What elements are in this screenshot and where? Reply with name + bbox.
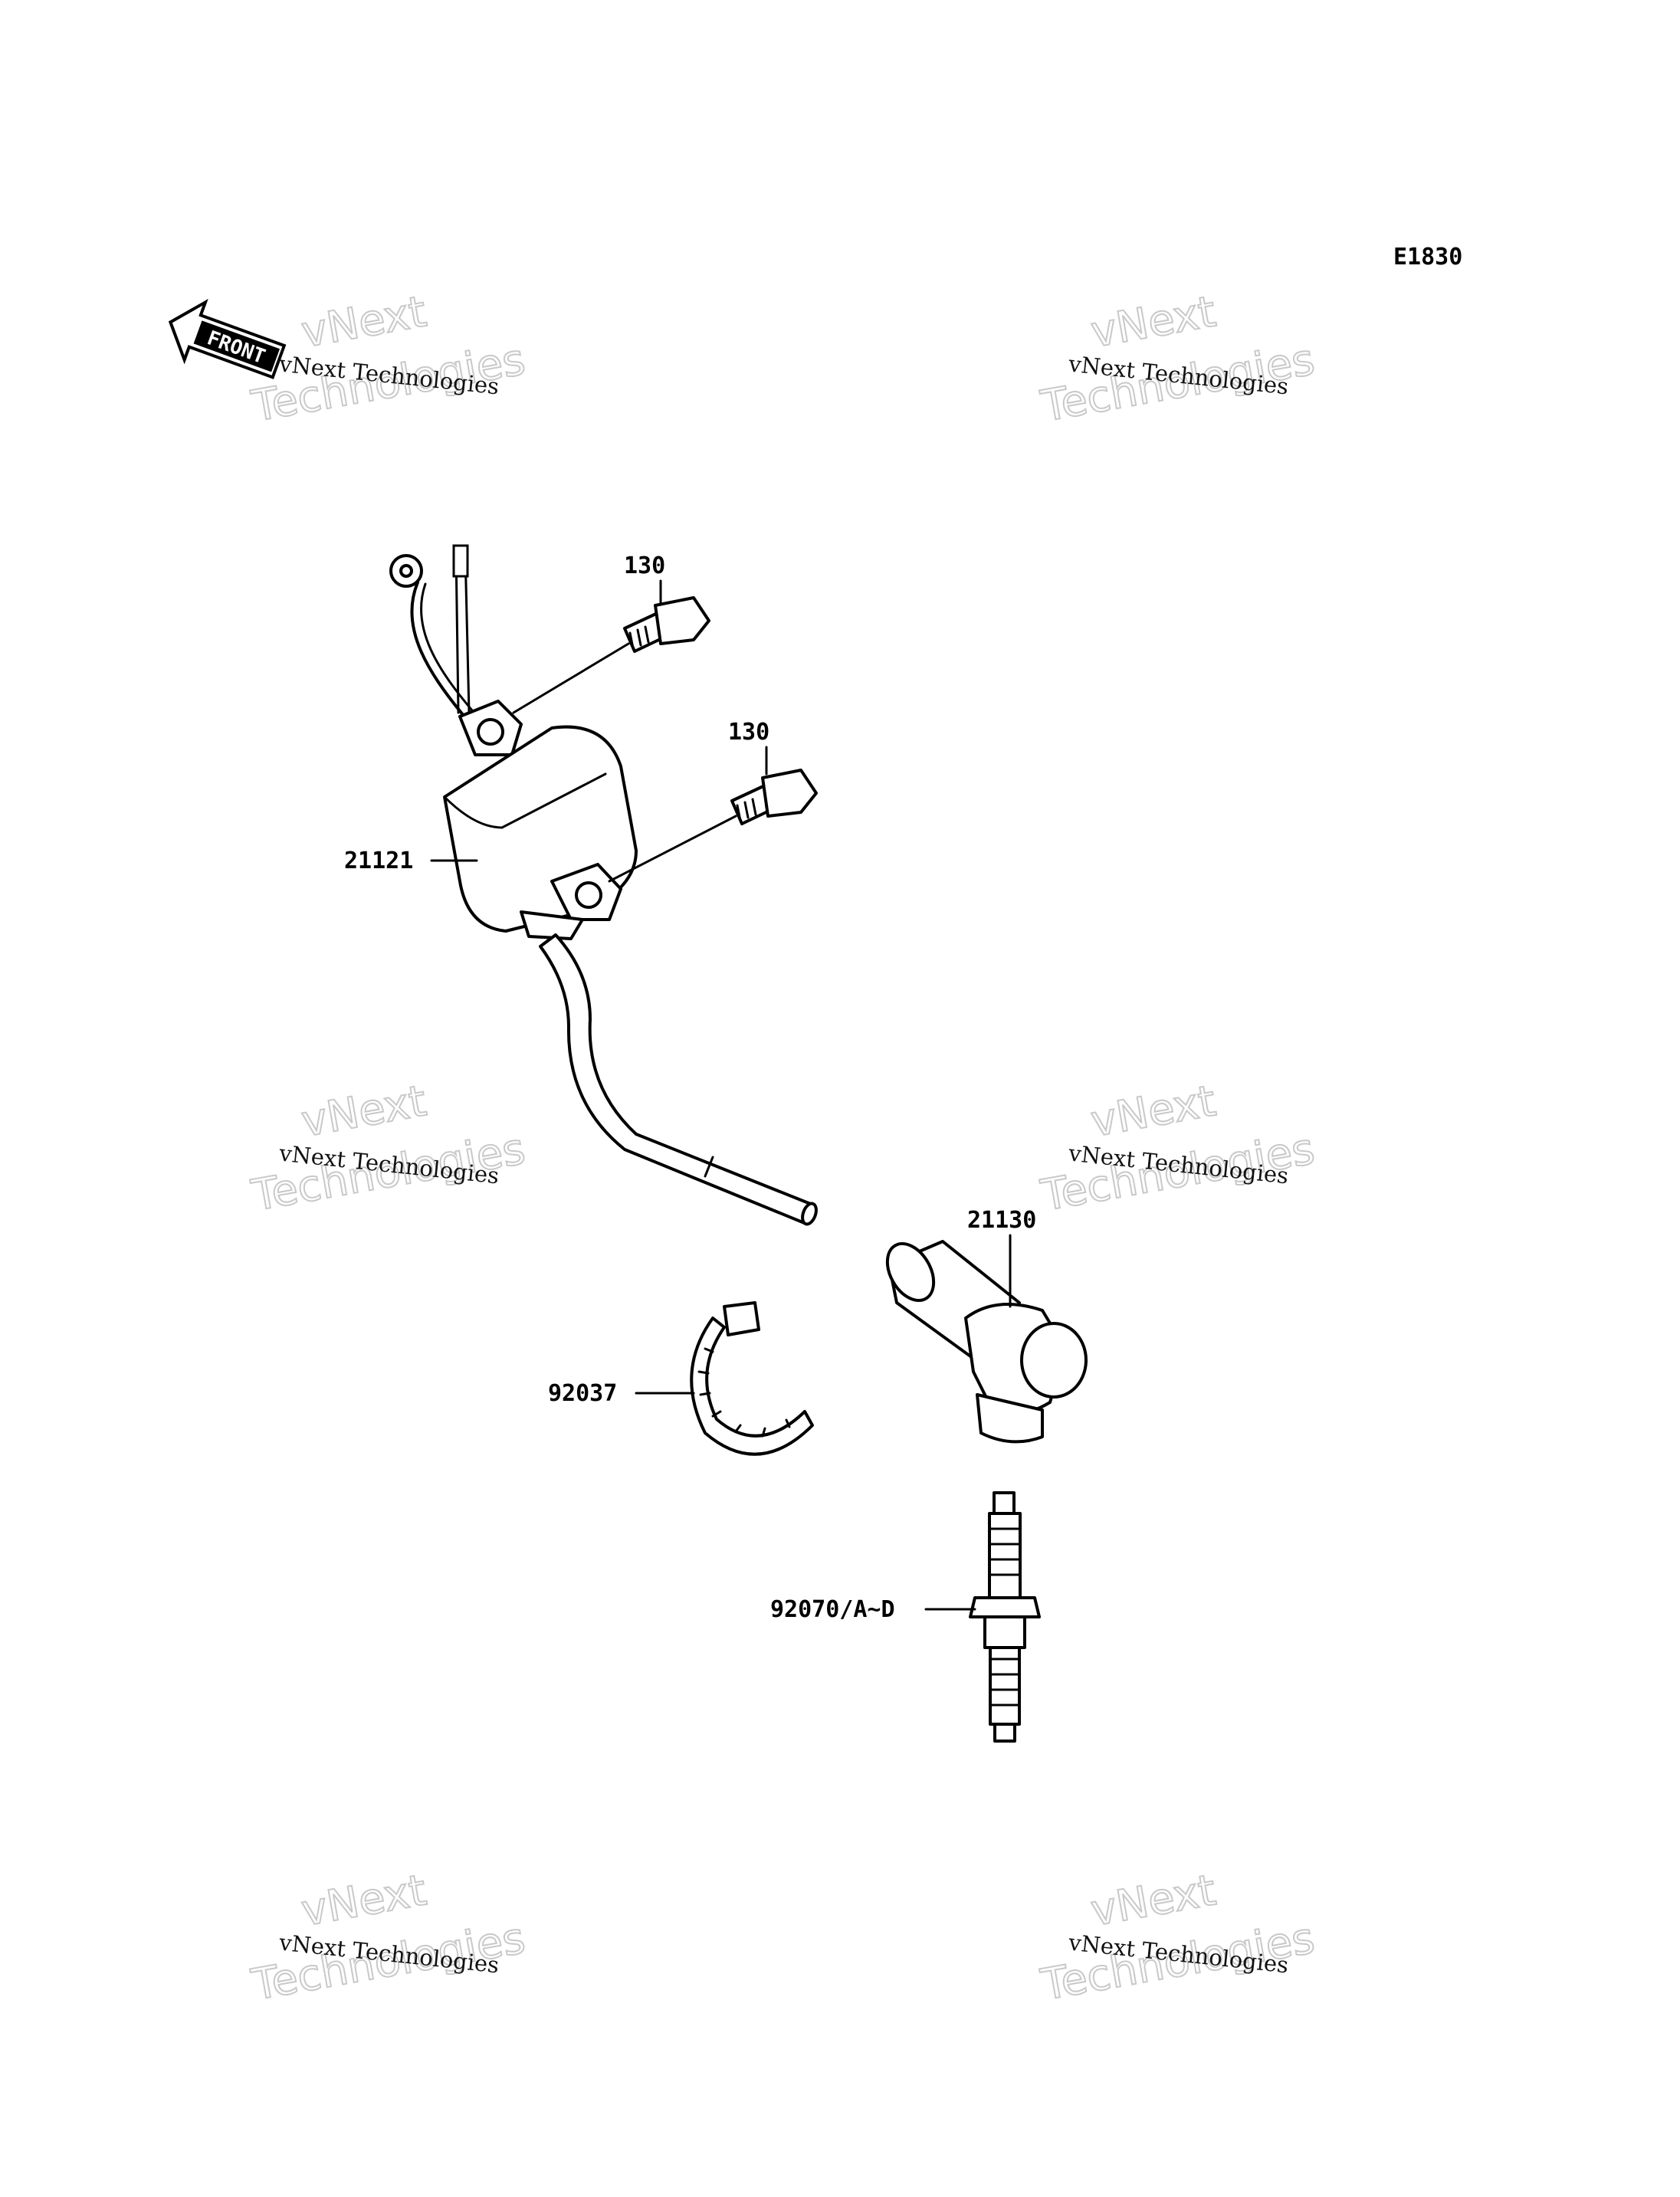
clamp [690, 1301, 814, 1456]
svg-text:vNext: vNext [1088, 1076, 1219, 1146]
watermark: vNext Technologies vNext Technologies vN… [247, 286, 1319, 2011]
plug-cap [885, 1240, 1088, 1444]
callout-130-lower: 130 [728, 719, 769, 746]
spark-plug [969, 1491, 1041, 1743]
front-arrow-icon: FRONT [168, 298, 287, 379]
svg-text:vNext: vNext [1088, 1865, 1219, 1936]
callout-130-upper: 130 [624, 553, 665, 579]
callout-92037: 92037 [548, 1380, 617, 1407]
bolt-lower-leader [608, 815, 737, 883]
svg-text:vNext: vNext [298, 287, 430, 357]
bolt-upper [623, 596, 710, 653]
callout-21121: 21121 [344, 848, 413, 874]
svg-text:vNext: vNext [298, 1076, 430, 1146]
callout-21130: 21130 [967, 1207, 1036, 1234]
svg-text:vNext: vNext [298, 1865, 430, 1936]
bolt-upper-leader [512, 642, 630, 714]
bolt-lower [730, 769, 818, 825]
ignition-coil [389, 544, 818, 1226]
svg-text:vNext: vNext [1088, 287, 1219, 357]
figure-code: E1830 [1393, 244, 1462, 271]
callout-92070: 92070/A~D [770, 1596, 895, 1623]
